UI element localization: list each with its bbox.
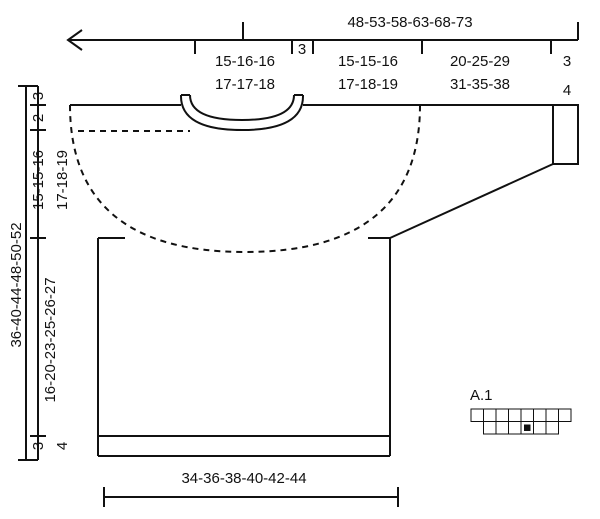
top-segment-ticks: [194, 40, 552, 54]
chart-cell: [545, 421, 559, 435]
chart-cell: [495, 421, 509, 435]
chart-label: A.1: [470, 387, 493, 404]
chart-cell: [558, 408, 572, 422]
chart-filled-stitch: [524, 424, 531, 431]
chart-cell: [533, 421, 547, 435]
hem-depth-b: 4: [54, 442, 71, 450]
neck-depth: 2: [30, 114, 47, 122]
total-length: 36-40-44-48-50-52: [8, 222, 25, 347]
body-length: 16-20-23-25-26-27: [42, 277, 59, 402]
neck-half-width-a: 15-16-16: [215, 53, 275, 70]
cuff-width-b: 4: [563, 82, 571, 99]
chart-cell: [495, 408, 509, 422]
chart-cell: [508, 408, 522, 422]
yoke-width-b: 17-18-19: [338, 76, 398, 93]
top-edge-depth: 3: [30, 92, 47, 100]
sleeve-width-a: 20-25-29: [450, 53, 510, 70]
chart-cell: [483, 408, 497, 422]
chart-cell: [545, 408, 559, 422]
chart-cell: [520, 408, 534, 422]
sleeve-width-b: 31-35-38: [450, 76, 510, 93]
neck-gap-width: 3: [298, 41, 306, 58]
hem-depth-a: 3: [30, 442, 47, 450]
chart-grid: [470, 408, 572, 435]
yoke-depth-a: 15-15-16: [30, 150, 47, 210]
garment-outline: [70, 94, 579, 457]
cuff-width-a: 3: [563, 53, 571, 70]
neck-half-width-b: 17-17-18: [215, 76, 275, 93]
top-measure-line: [66, 22, 579, 51]
chart-cell: [470, 408, 484, 422]
yoke-dashed-outline: [69, 104, 421, 254]
bottom-measure-label: 34-36-38-40-42-44: [181, 470, 306, 487]
left-measure-lines: [18, 85, 46, 461]
chart-cell: [483, 421, 497, 435]
yoke-depth-b: 17-18-19: [54, 150, 71, 210]
chart-cell: [533, 408, 547, 422]
chart-cell: [508, 421, 522, 435]
yoke-width-a: 15-15-16: [338, 53, 398, 70]
top-measure-label: 48-53-58-63-68-73: [347, 14, 472, 31]
bottom-measure-line: [103, 487, 399, 507]
